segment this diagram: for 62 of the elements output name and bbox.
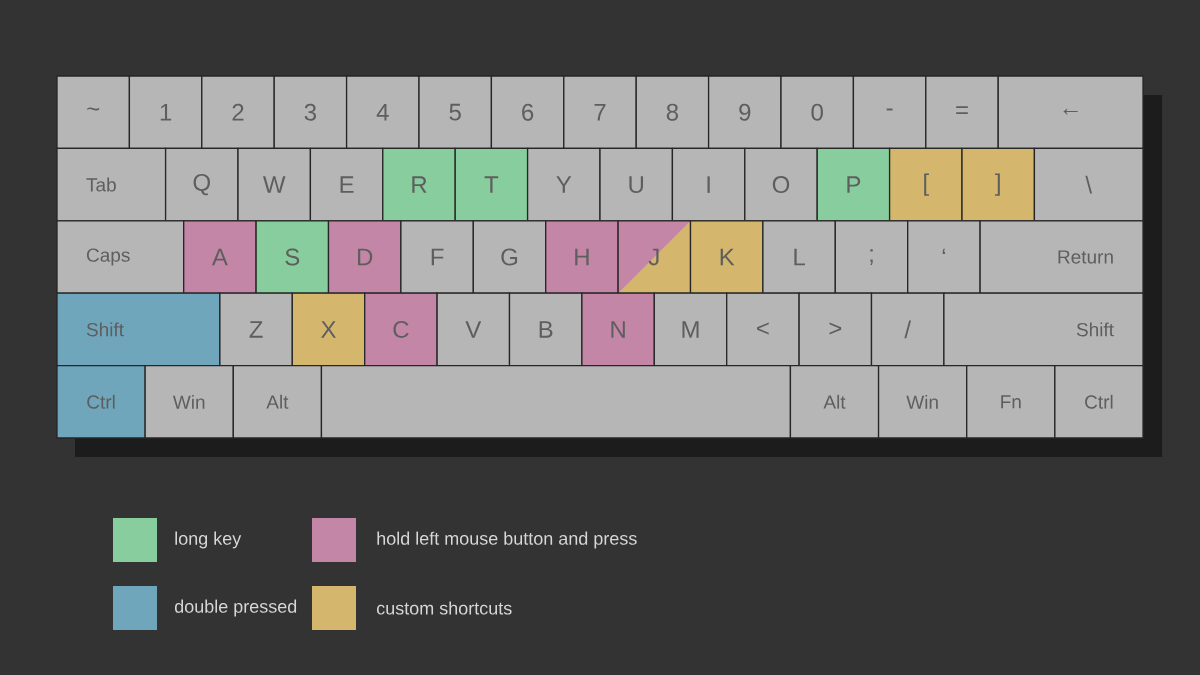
key: 0 (780, 75, 855, 150)
key: X (291, 292, 366, 367)
key: Y (526, 147, 601, 222)
key: Ctrl (1054, 364, 1144, 439)
legend-text: hold left mouse button and press (377, 531, 637, 549)
key: Shift (56, 292, 221, 367)
key: / (870, 292, 945, 367)
key: L (762, 220, 836, 294)
legend-text: custom shortcuts (376, 601, 512, 615)
key: = (925, 75, 999, 150)
key: Caps (56, 220, 185, 294)
key: - (852, 75, 927, 150)
key: S (255, 220, 330, 294)
key: Win (144, 364, 234, 439)
key: > (798, 292, 873, 367)
key: ‘ (907, 220, 981, 294)
key: P (816, 147, 891, 222)
key: K (689, 220, 764, 294)
key: M (653, 292, 728, 367)
key: H (545, 220, 619, 294)
key: 9 (707, 75, 782, 150)
key: Alt (789, 364, 880, 439)
key: Q (164, 147, 239, 222)
key: 6 (490, 75, 565, 150)
key: R (382, 147, 456, 222)
key: < (726, 292, 800, 367)
key: Fn (966, 364, 1056, 439)
legend-text: long key (175, 531, 242, 549)
key: J (617, 220, 692, 294)
key: A (183, 220, 257, 294)
key: [ (888, 147, 963, 222)
key: V (436, 292, 511, 367)
key: T (454, 147, 529, 222)
key: \ (1033, 147, 1144, 222)
key: Z (219, 292, 293, 367)
key: ~ (56, 75, 131, 150)
key: 2 (201, 75, 275, 150)
key: ] (961, 147, 1036, 222)
key: F (400, 220, 474, 294)
key: W (237, 147, 312, 222)
key: 7 (563, 75, 637, 150)
key: O (744, 147, 818, 222)
key: 4 (345, 75, 420, 150)
key: C (364, 292, 438, 367)
key: ← (997, 75, 1144, 150)
key: B (508, 292, 583, 367)
legend-text: double pressed (174, 599, 297, 617)
key: 5 (418, 75, 493, 150)
key: 8 (635, 75, 710, 150)
key: 3 (273, 75, 348, 150)
key: Ctrl (56, 364, 146, 439)
key: D (327, 220, 402, 294)
key: 1 (128, 75, 203, 150)
key: Alt (232, 364, 323, 439)
key: Win (877, 364, 968, 439)
key: U (599, 147, 674, 222)
key: Tab (56, 147, 167, 222)
key: ; (834, 220, 909, 294)
key: E (309, 147, 384, 222)
key: G (472, 220, 547, 294)
key: N (581, 292, 655, 367)
key: I (671, 147, 746, 222)
